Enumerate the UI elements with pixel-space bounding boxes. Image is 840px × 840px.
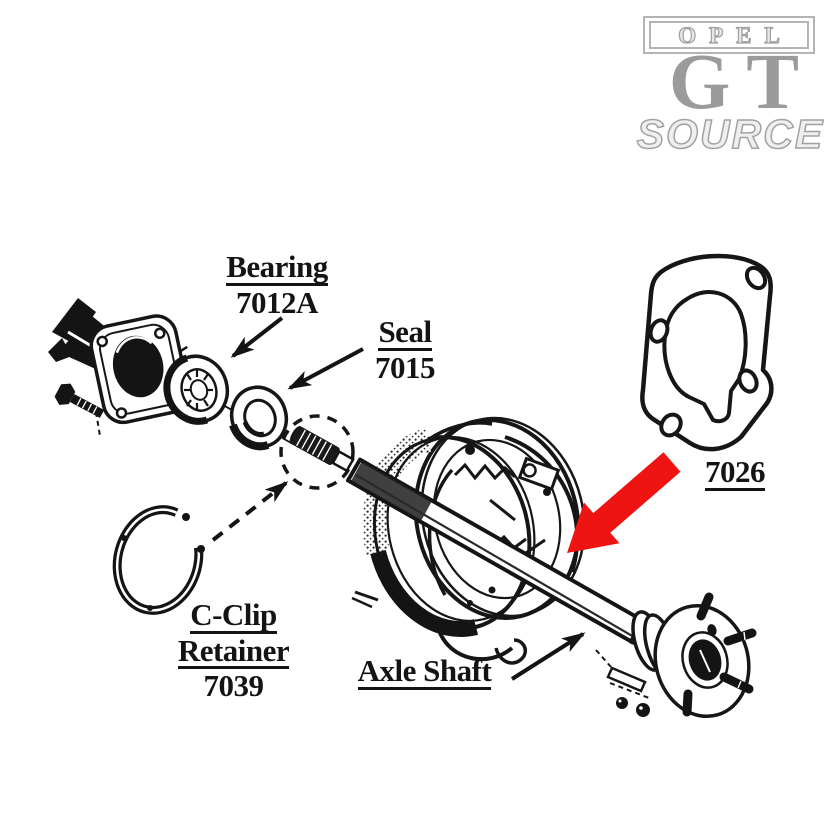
axle-shaft-label: Axle Shaft xyxy=(342,654,507,690)
housing-bolt-illustration xyxy=(54,383,105,418)
hub-small-parts-illustration xyxy=(595,649,650,717)
cclip-dashed-leader-arrow xyxy=(211,481,289,542)
bearing-label-name: Bearing xyxy=(226,249,328,286)
red-highlight-arrow-icon xyxy=(567,452,681,553)
bearing-leader-arrow xyxy=(230,316,284,358)
cclip-part-number: 7039 xyxy=(203,668,265,704)
bearing-label: Bearing 7012A xyxy=(197,250,357,320)
bolt-axis-dash xyxy=(95,411,101,437)
seal-label: Seal 7015 xyxy=(325,315,485,385)
gasket-part-number: 7026 xyxy=(705,454,766,491)
opel-badge: OPEL xyxy=(643,16,815,54)
opel-gt-source-logo: OPEL GT SOURCE xyxy=(628,10,833,160)
bearing-illustration xyxy=(163,354,230,425)
wheel-studs xyxy=(682,592,757,717)
gasket-illustration xyxy=(640,253,774,452)
source-wordmark: SOURCE xyxy=(636,111,825,157)
opel-badge-inner-frame: OPEL xyxy=(649,21,809,49)
cclip-position-dashed-circle xyxy=(279,414,355,490)
axle-housing-illustration xyxy=(48,298,192,425)
seal-illustration xyxy=(229,385,289,451)
opel-wordmark: OPEL xyxy=(678,22,793,48)
bearing-part-number: 7012A xyxy=(236,284,318,320)
gasket-label: 7026 xyxy=(655,455,815,491)
gt-wordmark: GT xyxy=(668,39,816,126)
seal-leader-arrow xyxy=(287,347,364,390)
axle-shaft-label-name: Axle Shaft xyxy=(357,653,492,690)
cclip-retainer-illustration xyxy=(112,505,205,615)
cclip-label: C-Clip Retainer 7039 xyxy=(151,598,316,703)
hub-flange-illustration xyxy=(631,592,757,719)
axle-shaft-illustration xyxy=(289,426,658,651)
axle-shaft-leader-arrow xyxy=(510,632,586,681)
cclip-label-line1: C-Clip xyxy=(190,597,277,634)
cclip-label-line2: Retainer xyxy=(177,632,290,670)
seal-part-number: 7015 xyxy=(375,349,436,385)
seal-label-name: Seal xyxy=(378,314,432,351)
